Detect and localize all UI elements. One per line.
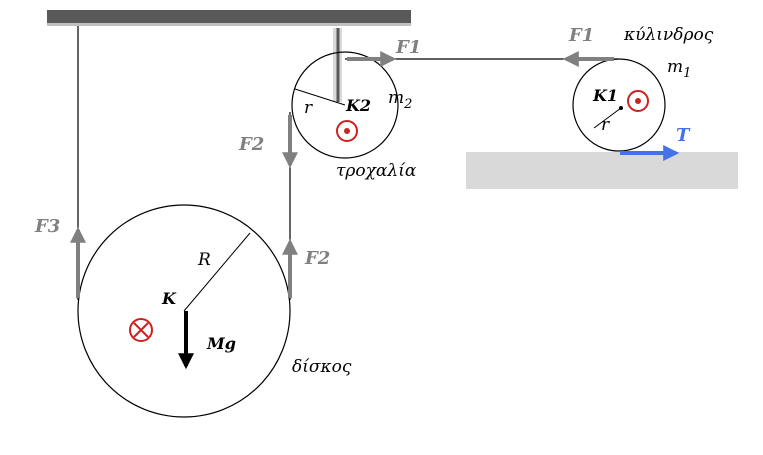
label-radius-pulley: r <box>304 98 313 118</box>
label-mass-cylinder: m1 <box>667 57 691 81</box>
ceiling-bar-highlight <box>47 23 411 26</box>
cylinder-body <box>572 58 666 152</box>
label-radius-disk: R <box>197 250 211 270</box>
floor-surface <box>466 152 738 189</box>
label-f2-left: F2 <box>238 134 264 155</box>
pulley-radius-line <box>294 88 346 106</box>
disk-body <box>77 204 291 418</box>
label-mg: Mg <box>206 334 236 353</box>
dot-in-circle-icon <box>336 120 358 142</box>
pulley-body <box>291 51 399 159</box>
label-t: T <box>676 125 691 146</box>
label-k: K <box>161 289 177 308</box>
label-k2: K2 <box>345 96 371 115</box>
dot-in-circle-icon <box>627 90 649 112</box>
label-cylinder-name: κύλινδρος <box>623 25 714 45</box>
label-disk-name: δίσκος <box>292 357 352 377</box>
label-f1-left: F1 <box>395 37 421 58</box>
label-f1-right: F1 <box>568 25 594 46</box>
label-k1: K1 <box>592 86 618 105</box>
ceiling-bar <box>47 10 411 23</box>
label-f2-right: F2 <box>304 248 330 269</box>
cylinder-center-dot <box>619 106 623 110</box>
label-radius-cylinder: r <box>601 115 610 135</box>
cylinder-radius-line <box>593 107 622 129</box>
cross-in-circle-icon <box>129 318 153 342</box>
label-f3: F3 <box>34 216 60 237</box>
label-mass-pulley: m2 <box>388 88 412 112</box>
label-pulley-name: τροχαλία <box>336 161 417 181</box>
disk-radius-line <box>183 232 251 312</box>
